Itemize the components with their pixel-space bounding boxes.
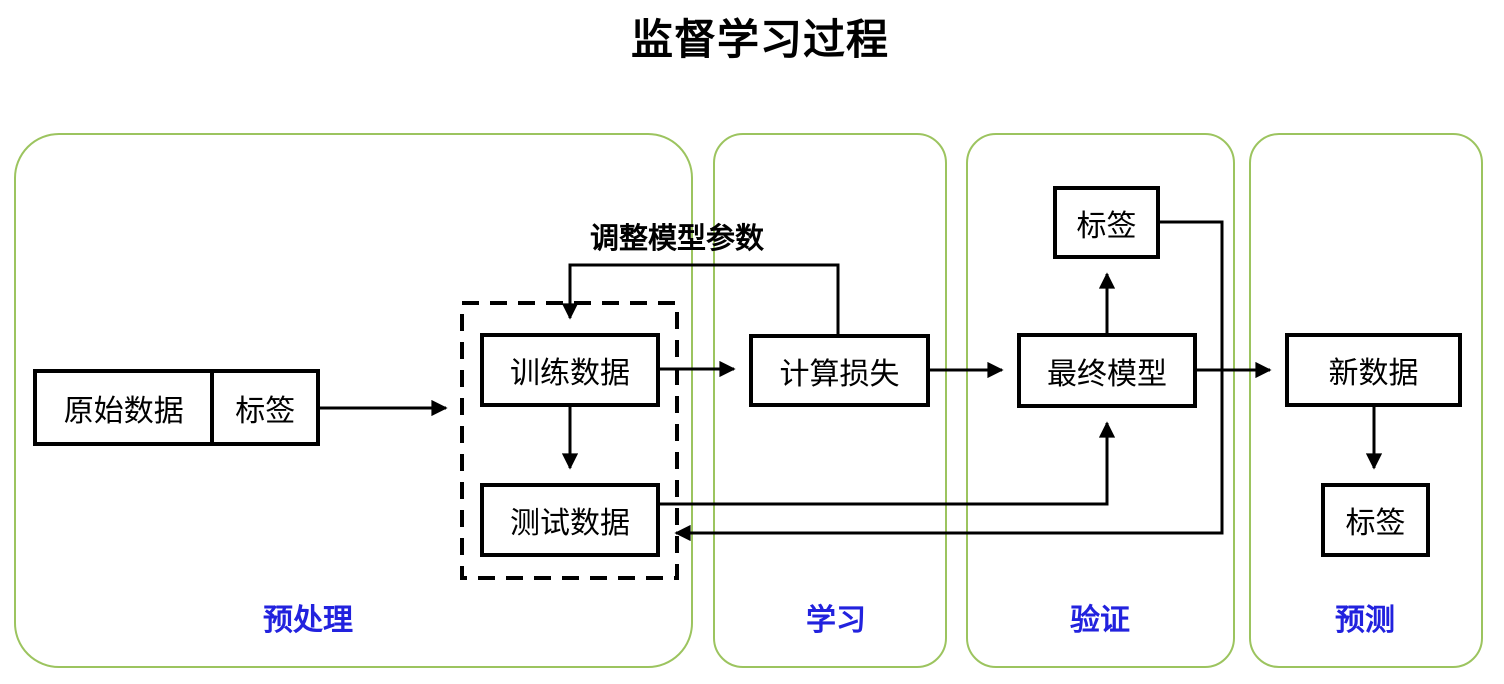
page-title: 监督学习过程 (630, 16, 889, 63)
node-compute-loss: 计算损失 (749, 334, 930, 407)
container-prediction (1249, 133, 1483, 668)
node-raw-label: 标签 (235, 394, 296, 428)
node-train-data: 训练数据 (480, 333, 660, 407)
arrow-vallabel-to-testdata (674, 220, 1224, 542)
node-prediction-label: 标签 (1321, 483, 1430, 557)
node-final-model: 最终模型 (1017, 333, 1197, 408)
node-test-data: 测试数据 (480, 483, 660, 557)
node-raw-data: 原始数据 (37, 373, 215, 442)
container-learning (713, 133, 947, 668)
dashed-split-group-box (460, 301, 679, 580)
node-validation-label: 标签 (1053, 186, 1160, 259)
arrow-feedback-adjust-params (561, 263, 840, 334)
annotation-adjust-params: 调整模型参数 (589, 223, 765, 255)
zone-label-preprocessing: 预处理 (263, 604, 353, 637)
zone-label-learning: 学习 (806, 604, 866, 637)
node-new-data: 新数据 (1285, 333, 1462, 407)
node-raw-data-group: 原始数据 标签 (33, 369, 320, 446)
arrow-testdata-to-finalmodel (660, 421, 1116, 506)
zone-label-validation: 验证 (1070, 604, 1130, 637)
container-validation (966, 133, 1235, 668)
zone-label-prediction: 预测 (1335, 604, 1395, 637)
container-preprocessing (14, 133, 693, 668)
